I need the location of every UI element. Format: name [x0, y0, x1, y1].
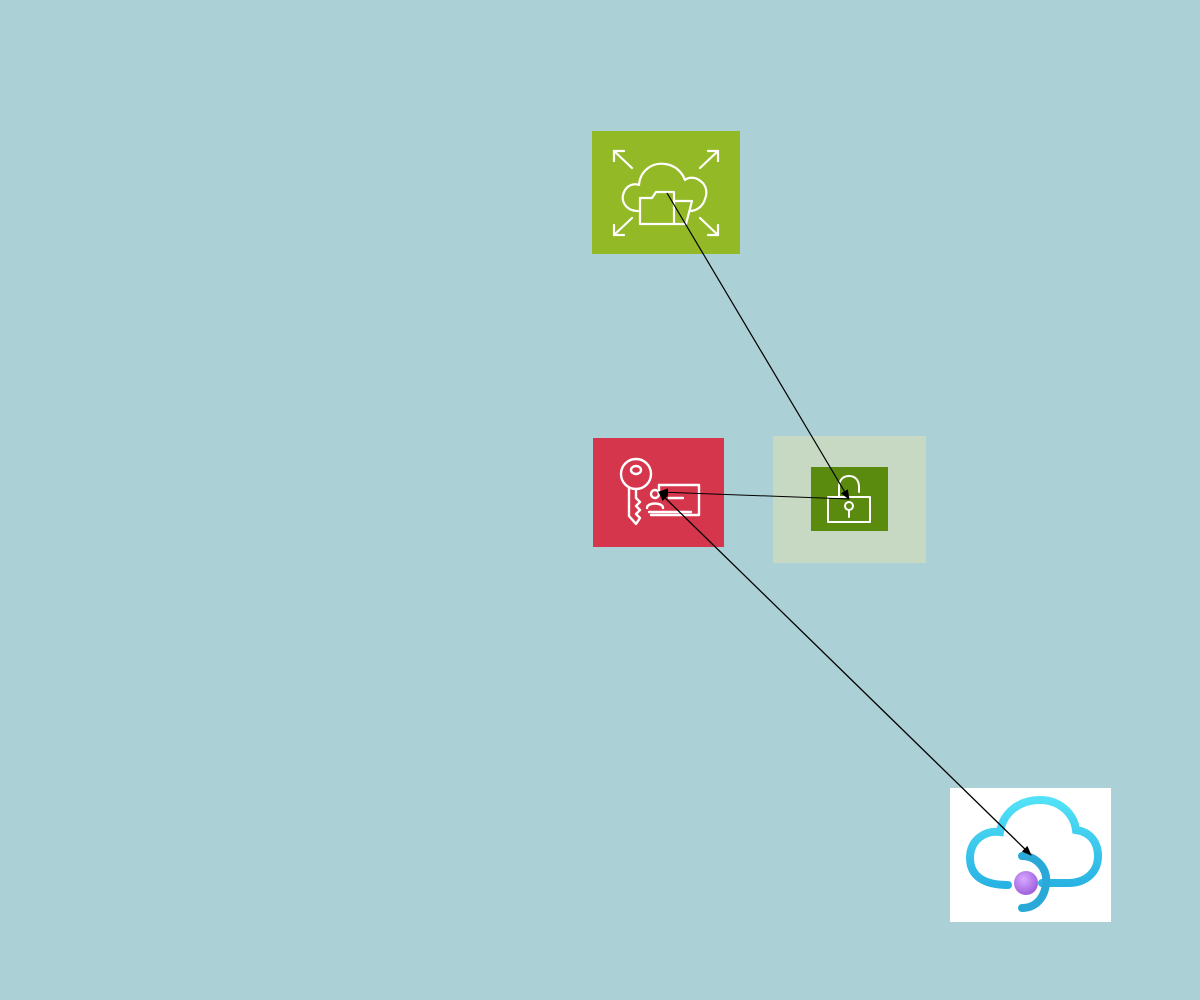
cloud-service-node[interactable] — [950, 788, 1111, 922]
cloud-bot-icon — [950, 788, 1111, 922]
padlock-icon — [811, 467, 888, 531]
key-id-card-icon — [593, 438, 724, 547]
cloud-folder-transfer-icon — [592, 131, 740, 254]
lock-node[interactable] — [811, 467, 888, 531]
iam-node[interactable] — [593, 438, 724, 547]
transfer-node[interactable] — [592, 131, 740, 254]
